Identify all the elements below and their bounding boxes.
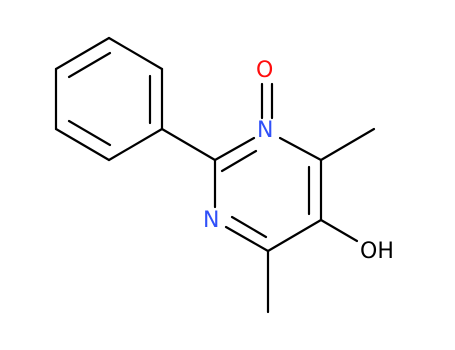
phenyl-bond-4 — [54, 127, 111, 162]
c6-methyl-bond — [319, 127, 376, 162]
phenyl-pyrimidine-link — [160, 127, 217, 162]
c2-n1-double-bond-inner — [220, 149, 258, 173]
c4-n3-inner-double — [230, 215, 268, 239]
nitrogen-noxide-label: N — [257, 118, 273, 143]
atom-labels: O N N OH — [203, 58, 394, 264]
oxygen-noxide-label: O — [256, 58, 273, 83]
pyrimidine-ring — [160, 82, 376, 314]
hydroxyl-label: OH — [360, 239, 394, 264]
phenyl-ring — [54, 36, 164, 162]
n1-c6-bond — [278, 136, 323, 162]
c4-n3-bond — [224, 225, 270, 253]
phenyl-inner-double-1 — [67, 51, 112, 79]
phenyl-inner-double-3 — [67, 119, 112, 147]
phenyl-bond-1 — [107, 36, 164, 71]
c2-n1-double-bond-outer — [213, 136, 256, 162]
phenyl-bond-3 — [107, 127, 164, 162]
nitrogen-ring-label: N — [203, 208, 219, 233]
phenyl-bond-6 — [54, 36, 111, 71]
c5-hydroxyl-bond — [319, 218, 359, 243]
c5-c4-bond — [266, 218, 323, 253]
